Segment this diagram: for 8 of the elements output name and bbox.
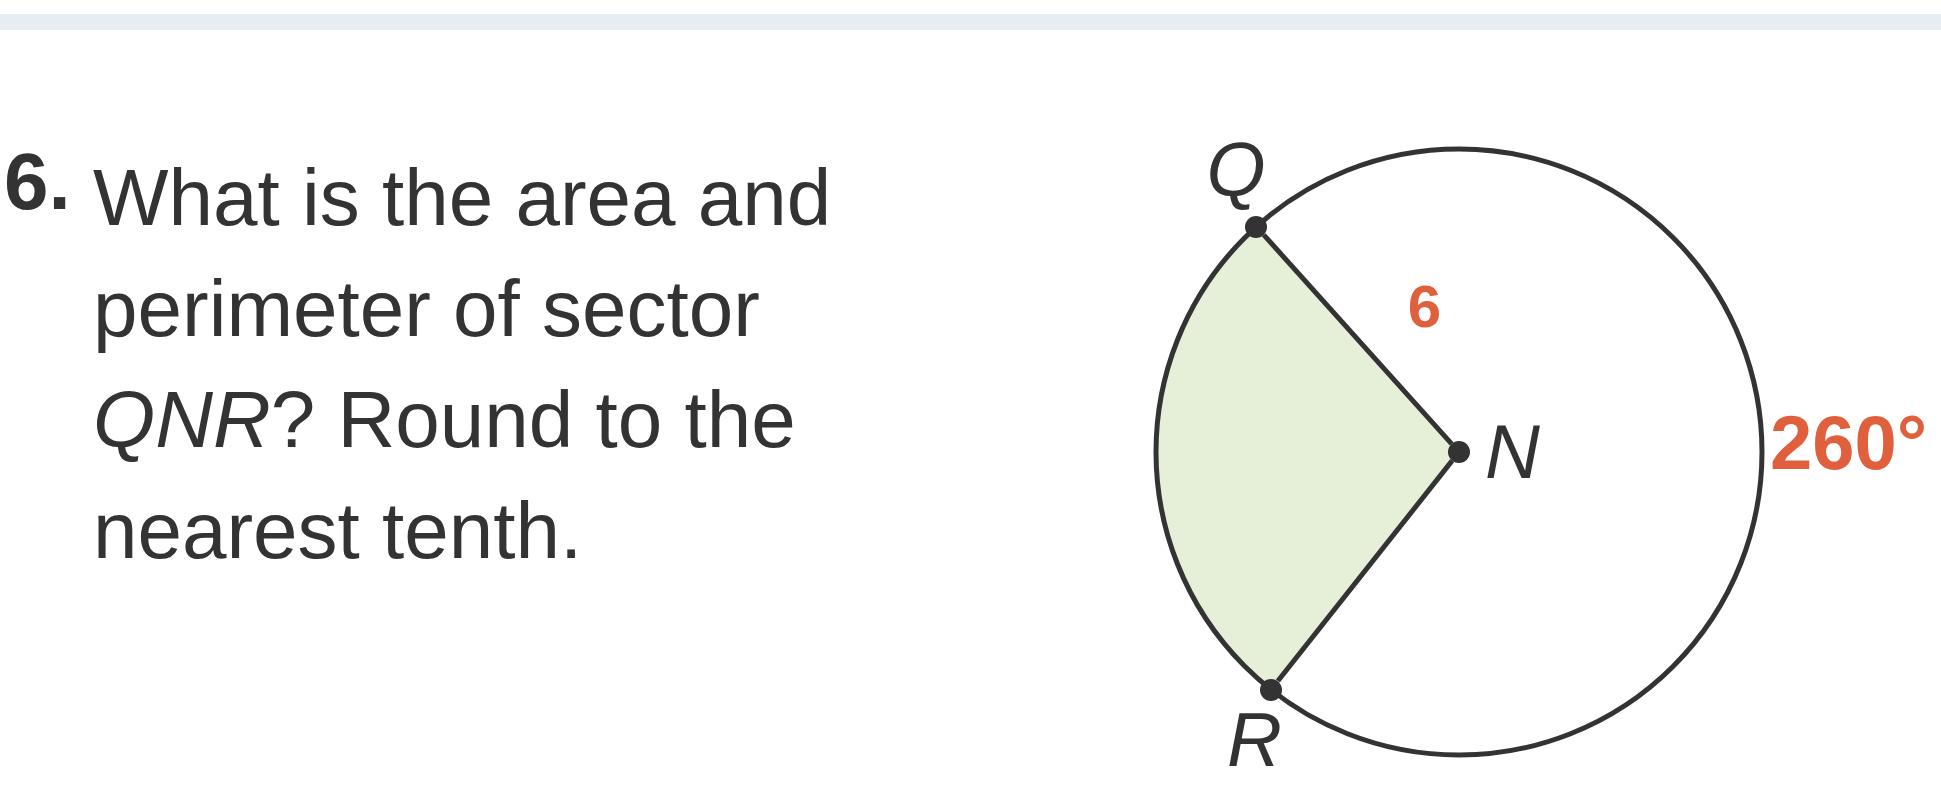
question-text: What is the area and perimeter of sector QNR? Round to the nearest tenth.	[93, 152, 833, 577]
angle-label: 260°	[1770, 405, 1928, 481]
radius-line	[1275, 459, 1455, 683]
question-number: 6.	[4, 142, 71, 222]
point-label: R	[1227, 701, 1282, 778]
point-label: N	[1485, 414, 1540, 490]
point-label: Q	[1206, 131, 1266, 208]
radius-line	[1261, 233, 1454, 446]
